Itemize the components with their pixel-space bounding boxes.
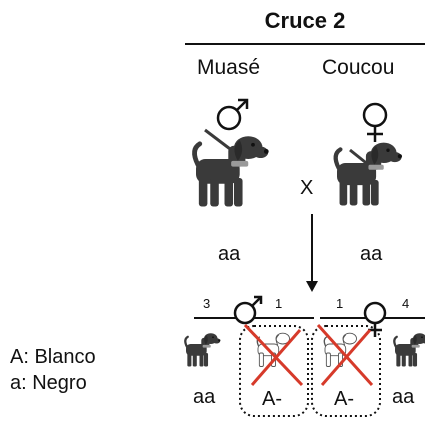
dog-icon xyxy=(195,136,269,206)
dotted-box xyxy=(239,325,309,417)
offspring-genotype: A- xyxy=(262,388,282,410)
dog-icon xyxy=(336,143,402,206)
dog-icon xyxy=(184,332,222,368)
page-title: Cruce 2 xyxy=(264,8,346,33)
title-underline xyxy=(185,43,425,45)
legend-item: A: Blanco xyxy=(10,346,96,368)
male-symbol-icon xyxy=(233,295,263,325)
female-parent-genotype: aa xyxy=(360,243,383,265)
cross-out-mark xyxy=(243,323,304,387)
dotted-box xyxy=(311,325,381,417)
offspring-genotype: aa xyxy=(392,386,415,408)
offspring-genotype: A- xyxy=(334,388,354,410)
offspring-genotype: aa xyxy=(193,386,216,408)
female-parent-name: Coucou xyxy=(322,56,395,79)
cross-out-mark xyxy=(316,323,374,387)
male-symbol-icon xyxy=(216,98,249,131)
litter-count: 4 xyxy=(402,296,410,311)
litter-count: 1 xyxy=(336,296,344,311)
female-symbol-icon xyxy=(362,102,388,142)
litter-count: 3 xyxy=(203,296,211,311)
cross-symbol: X xyxy=(300,177,314,199)
arrow-down-icon xyxy=(306,214,318,292)
dog-icon xyxy=(393,332,425,368)
male-parent-genotype: aa xyxy=(218,243,241,265)
male-parent-name: Muasé xyxy=(197,56,261,79)
legend-item: a: Negro xyxy=(10,372,87,394)
litter-count: 1 xyxy=(275,296,283,311)
